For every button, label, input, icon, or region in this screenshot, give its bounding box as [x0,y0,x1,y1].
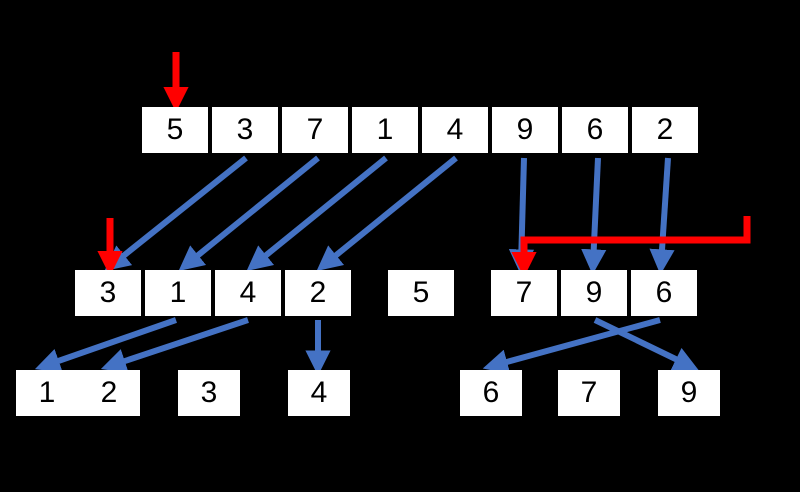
arrow-top-3-to-mid-3 [104,155,248,271]
blue-arrow-group [34,155,699,376]
middle-row-cell-5: 7 [491,270,557,316]
top-row-cell-6: 6 [562,107,628,153]
bottom-row-cell-5: 7 [558,370,620,416]
arrow-mid-4-to-bot-2 [100,317,249,374]
top-row-cell-5: 9 [492,107,558,153]
top-row-cell-2: 7 [282,107,348,153]
bottom-row-cell-2: 3 [178,370,240,416]
bottom-row-cell-4: 6 [460,370,522,416]
arrow-top-6-to-mid-9 [581,157,607,275]
arrow-top-7-to-mid-1 [178,155,320,272]
arrow-top-1-to-mid-4 [246,155,388,272]
arrow-top-4-to-mid-2 [316,155,458,272]
top-row-cell-3: 1 [352,107,418,153]
middle-row-cell-0: 3 [75,270,141,316]
arrow-mid-9-to-bot-9 [593,317,699,371]
bottom-row-cell-3: 4 [288,370,350,416]
bottom-row-cell-1: 2 [78,370,140,416]
arrow-mid-1-to-bot-1 [34,317,177,373]
arrow-top-9-to-mid-7 [508,157,535,275]
top-row-cell-0: 5 [142,107,208,153]
middle-row-cell-3: 2 [285,270,351,316]
bottom-row-cell-6: 9 [658,370,720,416]
arrow-top-2-to-mid-6 [649,157,675,275]
top-row-cell-1: 3 [212,107,278,153]
top-row-cell-7: 2 [632,107,698,153]
top-row-cell-4: 4 [422,107,488,153]
middle-row-cell-7: 6 [631,270,697,316]
middle-row-cell-6: 9 [561,270,627,316]
middle-row-cell-1: 1 [145,270,211,316]
red-bracket-to-mid-7 [511,216,751,278]
middle-row-cell-4: 5 [388,270,454,316]
red-marker-group [97,52,751,278]
bottom-row-cell-0: 1 [16,370,78,416]
middle-row-cell-2: 4 [215,270,281,316]
arrow-mid-6-to-bot-6 [482,317,661,375]
